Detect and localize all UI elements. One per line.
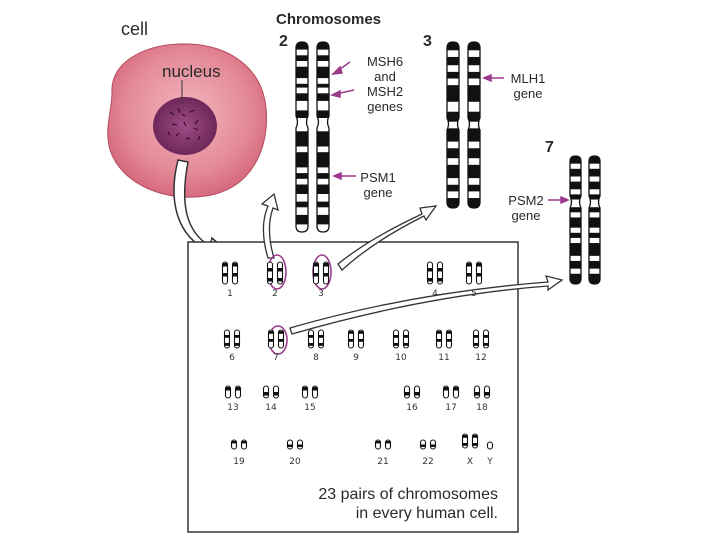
karyotype-number: 15 [304, 403, 316, 413]
karyotype-pair [442, 385, 460, 399]
karyotype-pair [286, 439, 304, 450]
karyotype-pair [312, 261, 330, 285]
karyotype-number: 7 [273, 353, 279, 363]
karyotype-number: 6 [229, 353, 235, 363]
karyotype-pair [221, 261, 239, 285]
psm2-text: PSM2 [508, 193, 544, 208]
msh2-text: MSH2 [366, 84, 404, 99]
karyotype-number: 2 [272, 289, 278, 299]
karyotype-number: 17 [445, 403, 457, 413]
chr2-chromatid-right [316, 41, 330, 233]
karyotype-number: 3 [318, 289, 324, 299]
karyotype-number: 21 [377, 457, 389, 467]
karyotype-pair [465, 261, 483, 285]
karyotype-number: 12 [475, 353, 487, 363]
chromosome-2-number: 2 [279, 33, 288, 50]
karyotype-number: 16 [406, 403, 418, 413]
karyotype-pair [419, 439, 437, 450]
karyotype-number: 13 [227, 403, 239, 413]
karyotype-number: 1 [227, 289, 233, 299]
arrow-to-chr2 [260, 192, 279, 259]
cell-label: cell [121, 19, 149, 39]
chr2-chromatid-left [295, 41, 309, 233]
karyotype-pair [374, 439, 392, 450]
karyotype-pair [230, 439, 248, 450]
psm2-label: PSM2 gene [504, 193, 548, 223]
karyotype-number: 20 [289, 457, 301, 467]
karyotype-pair [435, 329, 453, 349]
chromosome-7-number: 7 [545, 139, 554, 156]
karyotype-number: 14 [265, 403, 277, 413]
chromosome-3-number: 3 [423, 33, 432, 50]
chr7-chromatid-left [569, 155, 582, 285]
karyotype-pair [223, 329, 241, 349]
chromatin-marks [167, 107, 201, 141]
chr3-chromatid-left [446, 41, 460, 209]
karyotype-pair [426, 261, 444, 285]
caption-line-2: in every human cell. [355, 505, 498, 522]
and-text: and [374, 69, 396, 84]
karyotype-number: 11 [438, 353, 450, 363]
genes-text: genes [367, 99, 403, 114]
karyotype-pair [262, 385, 280, 399]
karyotype-number: 18 [476, 403, 488, 413]
nucleus-label: nucleus [162, 62, 221, 81]
karyotype-number: 4 [432, 289, 438, 299]
caption-line-1: 23 pairs of chromosomes [318, 486, 498, 503]
karyotype-pair [266, 261, 284, 285]
karyotype-number: 22 [422, 457, 434, 467]
karyotype-number: 5 [471, 289, 477, 299]
karyotype-number: X [466, 457, 474, 467]
psm1-gene-text: gene [363, 185, 393, 200]
arrow-to-chr3 [337, 205, 438, 271]
psm2-gene-text: gene [511, 208, 541, 223]
chr3-chromatid-right [467, 41, 481, 209]
chromosomes-title: Chromosomes [276, 11, 382, 28]
karyotype-pair [267, 329, 285, 349]
karyotype-box [187, 241, 519, 533]
karyotype-pair [224, 385, 242, 399]
msh6-text: MSH6 [366, 54, 404, 69]
karyotype-pair [472, 329, 490, 349]
arrow-to-chr7 [289, 275, 564, 335]
caption: 23 pairs of chromosomes in every human c… [258, 485, 498, 523]
karyotype-number: 10 [395, 353, 407, 363]
nucleus [153, 97, 217, 155]
karyotype-pair [301, 385, 319, 399]
karyotype-pair [307, 329, 325, 349]
karyotype-y [486, 441, 494, 450]
karyotype-number: Y [487, 457, 493, 467]
karyotype-pair [461, 433, 479, 449]
mlh1-gene-text: gene [513, 86, 543, 101]
chr7-chromatid-right [588, 155, 601, 285]
psm1-label: PSM1 gene [358, 170, 398, 200]
karyotype-number: 19 [233, 457, 245, 467]
karyotype-number: 8 [313, 353, 319, 363]
karyotype-pair [347, 329, 365, 349]
karyotype-number: 9 [353, 353, 359, 363]
psm1-text: PSM1 [360, 170, 396, 185]
karyotype-pair [392, 329, 410, 349]
gene-pointers [329, 61, 570, 205]
karyotype-pair [403, 385, 421, 399]
msh6-label: MSH6 and MSH2 genes [358, 54, 412, 114]
mlh1-label: MLH1 gene [506, 71, 550, 101]
karyotype-pair [473, 385, 491, 399]
mlh1-text: MLH1 [510, 71, 546, 86]
